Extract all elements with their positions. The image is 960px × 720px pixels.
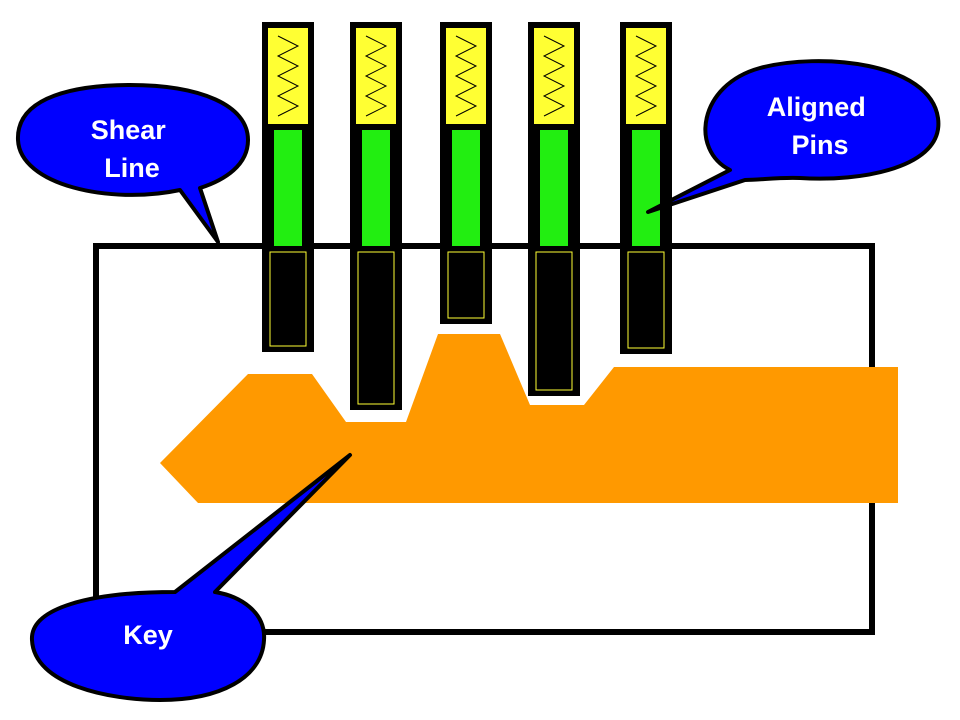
spring-5 — [626, 28, 666, 124]
callout-shear-line: Shear Line — [15, 83, 250, 244]
key-pin-2 — [357, 251, 395, 405]
spring-icon — [542, 35, 566, 117]
driver-pin-5 — [628, 126, 664, 250]
callout-bubble — [646, 59, 941, 214]
aligned-pins-label-1: Aligned — [767, 92, 866, 122]
pin-stack-4 — [528, 22, 580, 396]
spring-2 — [356, 28, 396, 124]
key-label: Key — [123, 620, 173, 650]
callout-bubble — [15, 83, 250, 244]
callout-bubble — [29, 453, 352, 702]
pin-stack-5 — [620, 22, 672, 354]
key-pin-4 — [535, 251, 573, 391]
key-pin-5 — [627, 251, 665, 349]
pin-stack-3 — [440, 22, 492, 324]
svg-text:Shear Line: Shear Line — [91, 115, 174, 183]
spring-4 — [534, 28, 574, 124]
shear-line-label-1: Shear — [91, 115, 167, 145]
aligned-pins-label-2: Pins — [791, 130, 848, 160]
key-pin-1 — [269, 251, 307, 347]
key-pin-3 — [447, 251, 485, 319]
driver-pin-4 — [536, 126, 572, 250]
spring-icon — [364, 35, 388, 117]
spring-icon — [454, 35, 478, 117]
spring-1 — [268, 28, 308, 124]
pin-stack-2 — [350, 22, 402, 410]
svg-text:Aligned Pins: Aligned Pins — [767, 92, 874, 160]
shear-line-label-2: Line — [104, 153, 160, 183]
callout-aligned-pins: Aligned Pins — [646, 59, 941, 214]
pin-stack-1 — [262, 22, 314, 352]
driver-pin-2 — [358, 126, 394, 250]
callout-key: Key — [29, 453, 352, 702]
driver-pin-1 — [270, 126, 306, 250]
driver-pin-3 — [448, 126, 484, 250]
spring-icon — [276, 35, 300, 117]
svg-text:Key: Key — [123, 620, 173, 650]
spring-icon — [634, 35, 658, 117]
spring-3 — [446, 28, 486, 124]
